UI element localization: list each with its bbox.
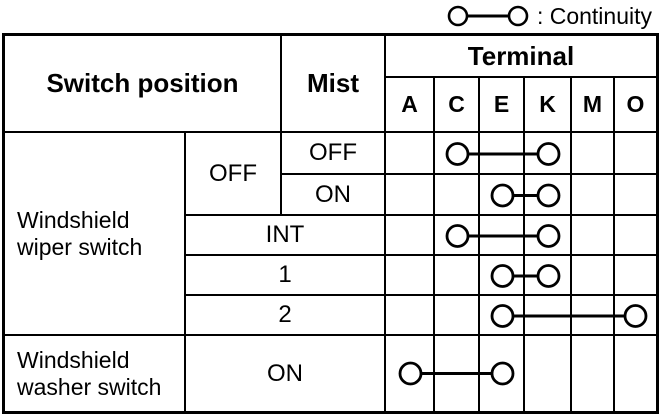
continuity-legend: : Continuity xyxy=(446,2,652,30)
switch-position-header: Switch position xyxy=(5,36,282,133)
terminal-cell xyxy=(572,216,615,256)
terminal-cell xyxy=(572,133,615,175)
terminal-column-e: E xyxy=(480,78,525,133)
terminal-cell xyxy=(386,133,435,175)
terminal-cell xyxy=(480,175,525,216)
terminal-cell xyxy=(615,296,656,336)
terminal-cell xyxy=(615,336,656,411)
terminal-cell xyxy=(386,175,435,216)
terminal-cell xyxy=(615,256,656,296)
terminal-cell xyxy=(435,256,480,296)
mist-on-cell: ON xyxy=(282,175,386,216)
continuity-symbol-icon xyxy=(447,5,529,27)
terminal-cell xyxy=(435,296,480,336)
terminal-column-o: O xyxy=(615,78,656,133)
washer-switch-label: Windshield washer switch xyxy=(5,336,186,411)
terminal-cell xyxy=(572,175,615,216)
terminal-column-k: K xyxy=(525,78,572,133)
terminal-cell xyxy=(525,216,572,256)
terminal-cell xyxy=(615,216,656,256)
terminal-column-c: C xyxy=(435,78,480,133)
terminal-cell xyxy=(480,133,525,175)
terminal-cell xyxy=(386,216,435,256)
terminal-cell xyxy=(435,216,480,256)
terminal-cell xyxy=(615,133,656,175)
terminal-cell xyxy=(615,175,656,216)
terminal-cell xyxy=(525,256,572,296)
terminal-cell xyxy=(525,336,572,411)
terminal-cell xyxy=(435,175,480,216)
terminal-cell xyxy=(525,296,572,336)
terminal-header: Terminal xyxy=(386,36,656,78)
terminal-cell xyxy=(480,336,525,411)
switch-continuity-table: Switch position Mist Terminal A C E K M … xyxy=(2,33,659,414)
terminal-cell xyxy=(435,133,480,175)
wiper-switch-label: Windshield wiper switch xyxy=(5,133,186,336)
terminal-cell xyxy=(572,296,615,336)
terminal-cell xyxy=(480,296,525,336)
mist-off-cell: OFF xyxy=(282,133,386,175)
position-2-cell: 2 xyxy=(186,296,386,336)
mist-header: Mist xyxy=(282,36,386,133)
terminal-cell xyxy=(480,216,525,256)
terminal-cell xyxy=(572,336,615,411)
position-int-cell: INT xyxy=(186,216,386,256)
terminal-column-m: M xyxy=(572,78,615,133)
terminal-cell xyxy=(386,336,435,411)
terminal-cell xyxy=(525,133,572,175)
terminal-cell xyxy=(386,256,435,296)
position-1-cell: 1 xyxy=(186,256,386,296)
terminal-column-a: A xyxy=(386,78,435,133)
terminal-cell xyxy=(480,256,525,296)
terminal-cell xyxy=(435,336,480,411)
terminal-cell xyxy=(572,256,615,296)
terminal-cell xyxy=(386,296,435,336)
washer-on-cell: ON xyxy=(186,336,386,411)
table-grid: Switch position Mist Terminal A C E K M … xyxy=(5,36,656,411)
continuity-legend-label: : Continuity xyxy=(536,2,652,29)
wiper-off-group-cell: OFF xyxy=(186,133,282,216)
terminal-cell xyxy=(525,175,572,216)
